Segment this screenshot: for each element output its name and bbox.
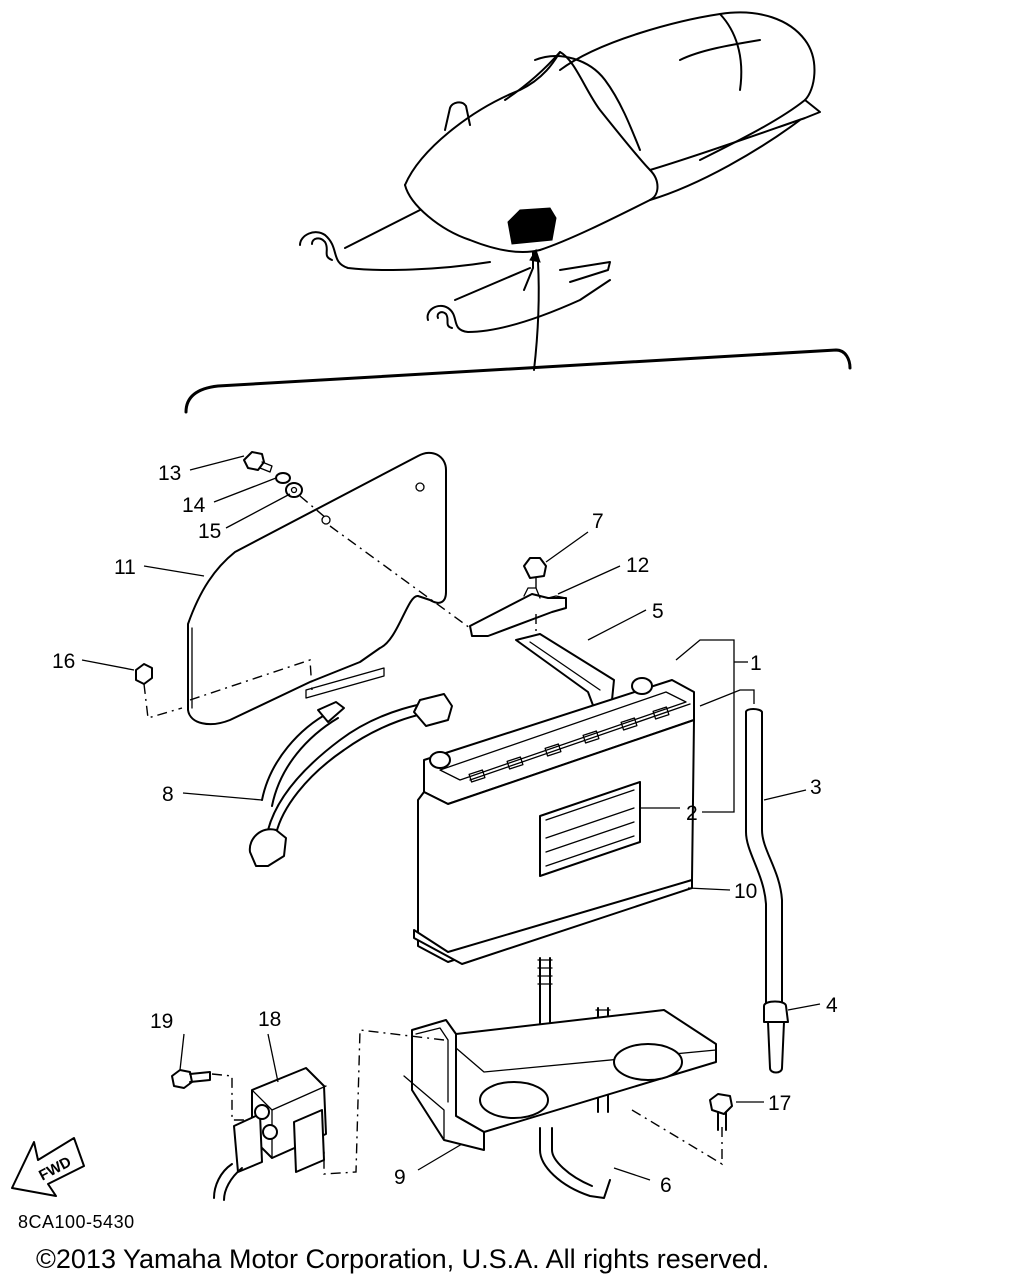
callout-4: 4 <box>826 994 838 1017</box>
callout-3: 3 <box>810 776 822 799</box>
callout-15: 15 <box>198 520 221 543</box>
battery-cable <box>248 693 453 867</box>
callout-7: 7 <box>592 510 604 533</box>
battery-box <box>323 957 723 1199</box>
callout-1: 1 <box>750 652 762 675</box>
diagram-code: 8CA100-5430 <box>18 1212 135 1232</box>
copyright-notice: ©2013 Yamaha Motor Corporation, U.S.A. A… <box>36 1244 770 1274</box>
battery-band <box>469 557 615 709</box>
callout-11: 11 <box>114 556 136 579</box>
battery-cover <box>187 451 447 726</box>
callout-8: 8 <box>162 783 174 806</box>
callout-14: 14 <box>182 494 206 517</box>
callout-19: 19 <box>150 1010 173 1033</box>
battery <box>413 677 695 965</box>
bolt-17 <box>709 1093 733 1131</box>
callout-labels: 1 2 3 4 5 6 7 8 9 10 11 12 13 14 15 16 1… <box>52 462 838 1197</box>
callout-18: 18 <box>258 1008 281 1031</box>
forward-arrow-icon: FWD <box>11 1137 85 1197</box>
cover-fasteners <box>243 451 471 629</box>
nut-16 <box>135 663 183 719</box>
callout-10: 10 <box>734 880 757 903</box>
breather-hose <box>745 708 789 1074</box>
leader-lines <box>81 455 821 1181</box>
callout-9: 9 <box>394 1166 406 1189</box>
callout-13: 13 <box>158 462 181 485</box>
callout-16: 16 <box>52 650 75 673</box>
bolt-19 <box>171 1069 211 1089</box>
starter-relay <box>211 1067 327 1201</box>
callout-5: 5 <box>652 600 664 623</box>
snowmobile-illustration <box>184 11 852 414</box>
callout-17: 17 <box>768 1092 791 1115</box>
callout-2: 2 <box>686 802 698 825</box>
callout-12: 12 <box>626 554 649 577</box>
callout-6: 6 <box>660 1174 672 1197</box>
